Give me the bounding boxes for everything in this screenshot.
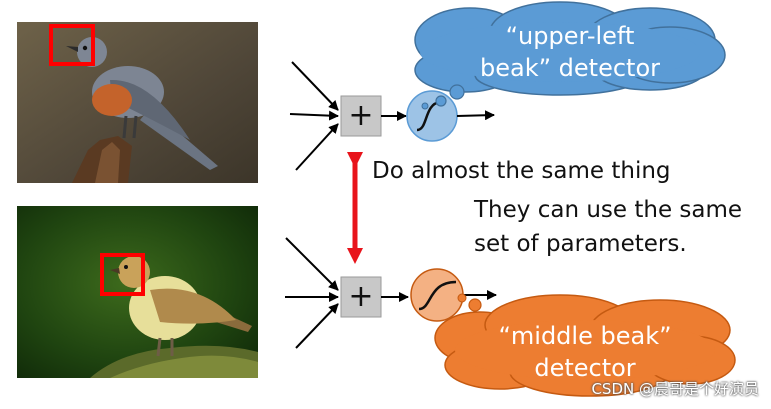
top-cloud-line1: “upper-left <box>505 22 635 50</box>
bottom-sum-symbol: + <box>348 279 374 314</box>
top-cloud-bubble-tiny <box>421 102 429 110</box>
top-cloud-bubble-small <box>435 95 447 107</box>
top-cloud-bubble-large <box>449 84 465 100</box>
top-input-arrows <box>289 61 339 171</box>
top-cloud-label: “upper-left beak” detector <box>440 20 700 84</box>
upper-left-beak-box <box>49 24 95 66</box>
bottom-cloud-bubble-tiny <box>457 293 467 303</box>
bottom-cloud-line1: “middle beak” <box>498 322 672 350</box>
top-sum-symbol: + <box>348 98 374 133</box>
top-output-arrow <box>456 110 495 121</box>
bottom-cloud-line2: detector <box>534 354 636 382</box>
bottom-neuron <box>410 268 464 322</box>
bottom-input-arrows <box>285 237 339 349</box>
params-text-line2: set of parameters. <box>474 231 687 257</box>
bottom-sum-box <box>340 276 382 318</box>
bottom-cloud-label: “middle beak” detector <box>445 320 725 384</box>
bottom-cloud-bubble-small <box>468 298 482 312</box>
watermark: CSDN @晨哥是个好演员 <box>591 380 759 398</box>
params-text-line1: They can use the same <box>474 197 743 223</box>
top-sum-box <box>340 95 382 137</box>
top-cloud-line2: beak” detector <box>480 54 660 82</box>
photo-grey-bird <box>17 22 258 183</box>
same-thing-text: Do almost the same thing <box>372 158 671 184</box>
middle-beak-box <box>100 253 145 296</box>
top-neuron <box>406 90 458 142</box>
